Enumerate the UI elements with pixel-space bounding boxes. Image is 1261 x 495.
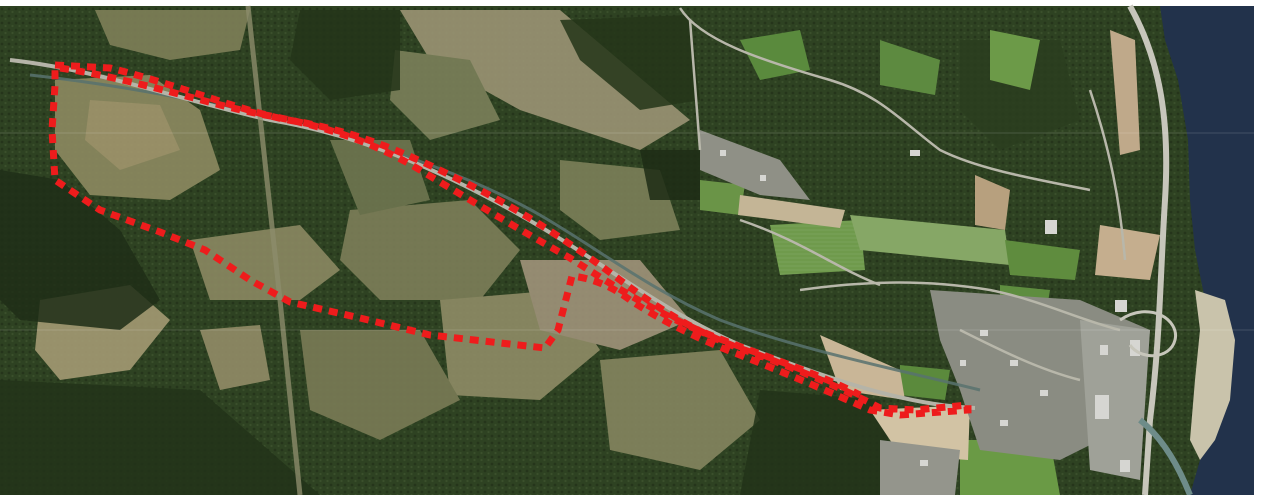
- town: [880, 440, 960, 495]
- clearing: [340, 200, 520, 300]
- forest-patch: [640, 150, 700, 200]
- forest-patch: [560, 15, 700, 110]
- clearing: [85, 100, 180, 170]
- field: [1005, 240, 1080, 280]
- soil-field: [975, 175, 1010, 230]
- shoreline: [1190, 290, 1235, 460]
- soil-field: [1095, 225, 1160, 280]
- clearing: [200, 325, 270, 390]
- forest-patch: [0, 380, 320, 495]
- dense-forest: [0, 10, 1080, 495]
- power-line-corridors: [245, 5, 303, 495]
- forest-patch: [290, 10, 400, 100]
- field: [900, 365, 950, 400]
- forest-patch: [740, 390, 900, 495]
- forest-patch: [0, 170, 160, 330]
- clearing: [390, 50, 500, 140]
- area-boundary: [48, 61, 972, 419]
- soil-field: [738, 195, 845, 228]
- clearing: [400, 10, 690, 150]
- secondary-roads: [678, 7, 1127, 382]
- frame-top: [0, 0, 1261, 6]
- highway-interchange: [1119, 310, 1177, 358]
- frame-right: [1254, 0, 1261, 495]
- residential-area: [700, 130, 1150, 495]
- soil-field: [1110, 30, 1140, 155]
- clearing: [300, 330, 460, 440]
- road-route-outline: [59, 64, 862, 399]
- field: [990, 30, 1040, 90]
- clearing: [95, 10, 250, 60]
- highway: [1127, 4, 1170, 495]
- farm-fields: [700, 30, 1080, 495]
- clearings: [35, 10, 760, 470]
- clearing: [600, 350, 760, 470]
- field: [770, 220, 865, 275]
- town: [1080, 320, 1150, 480]
- field: [700, 180, 745, 215]
- town: [700, 130, 810, 200]
- field: [880, 40, 940, 95]
- river-mouth: [1138, 417, 1193, 495]
- field: [850, 215, 1010, 265]
- clearing: [190, 225, 340, 300]
- buildings: [720, 150, 1140, 472]
